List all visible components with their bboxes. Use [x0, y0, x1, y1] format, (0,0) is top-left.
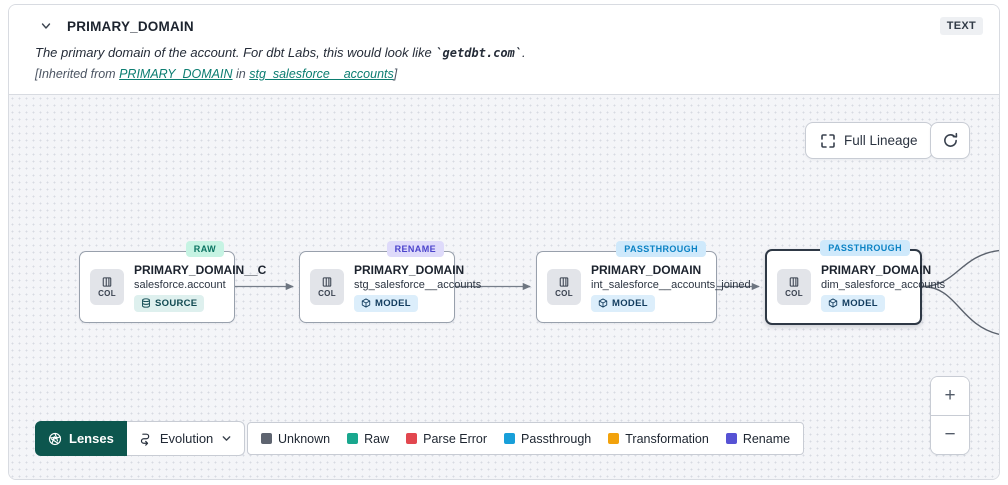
chevron-down-icon — [222, 436, 231, 441]
lens-legend: Unknown Raw Parse Error Passthrough Tran… — [247, 422, 805, 455]
lens-dropdown[interactable]: Evolution — [126, 421, 246, 456]
node-status-tag: RENAME — [386, 241, 444, 257]
columns-icon — [559, 277, 569, 287]
lenses-control: Lenses Evolution — [35, 421, 246, 456]
legend-swatch-passthrough — [504, 433, 516, 444]
lineage-card: PRIMARY_DOMAIN TEXT The primary domain o… — [8, 4, 1000, 480]
node-column-name: PRIMARY_DOMAIN — [354, 262, 465, 277]
column-header: PRIMARY_DOMAIN TEXT The primary domain o… — [9, 5, 999, 94]
legend-swatch-rename — [725, 433, 737, 444]
zoom-controls: + − — [930, 376, 970, 455]
node-status-tag: PASSTHROUGH — [616, 241, 706, 257]
column-chip: COL — [777, 269, 811, 305]
resource-type-badge: SOURCE — [134, 294, 205, 312]
legend-swatch-raw — [347, 433, 359, 444]
resource-type-badge: MODEL — [354, 294, 418, 312]
legend-item: Parse Error — [406, 432, 487, 446]
column-title: PRIMARY_DOMAIN — [67, 18, 194, 34]
lineage-node-source[interactable]: RAW COL PRIMARY_DOMAIN__C salesforce.acc… — [79, 241, 267, 323]
node-model-name: salesforce.account — [134, 278, 226, 291]
zoom-out-button[interactable]: − — [931, 416, 969, 454]
cube-icon — [828, 298, 838, 308]
legend-item: Unknown — [261, 432, 330, 446]
lineage-node-intermediate[interactable]: PASSTHROUGH COL PRIMARY_DOMAIN int_sales… — [536, 241, 751, 323]
inherited-column-link[interactable]: PRIMARY_DOMAIN — [119, 67, 233, 81]
lens-selected-value: Evolution — [159, 431, 214, 446]
expand-icon — [821, 133, 835, 148]
cube-icon — [361, 298, 371, 308]
refresh-icon — [943, 132, 957, 147]
column-chip: COL — [90, 269, 124, 305]
legend-item: Raw — [347, 432, 389, 446]
lineage-node-dim-selected[interactable]: PASSTHROUGH COL PRIMARY_DOMAIN dim_sales… — [765, 240, 946, 325]
node-model-name: dim_salesforce_accounts — [821, 278, 946, 291]
columns-icon — [322, 277, 332, 287]
node-model-name: int_salesforce__accounts_joined — [591, 278, 751, 291]
lineage-canvas[interactable]: Full Lineage RAW COL PRIMARY_DOMAIN__C s… — [9, 94, 999, 479]
aperture-icon — [48, 432, 62, 445]
inline-code: `getdbt.com` — [435, 46, 523, 60]
columns-icon — [789, 277, 799, 287]
node-column-name: PRIMARY_DOMAIN — [821, 262, 932, 277]
lineage-node-staging[interactable]: RENAME COL PRIMARY_DOMAIN stg_salesforce… — [299, 241, 482, 323]
node-status-tag: PASSTHROUGH — [820, 240, 910, 256]
full-lineage-button[interactable]: Full Lineage — [805, 122, 933, 159]
node-column-name: PRIMARY_DOMAIN — [591, 262, 702, 277]
resource-type-badge: MODEL — [821, 294, 885, 312]
zoom-in-button[interactable]: + — [931, 377, 969, 415]
refresh-button[interactable] — [930, 122, 970, 159]
datatype-badge: TEXT — [939, 17, 983, 35]
inherited-from-note: [Inherited from PRIMARY_DOMAIN in stg_sa… — [35, 67, 398, 81]
inherited-model-link[interactable]: stg_salesforce__accounts — [249, 67, 394, 81]
legend-item: Transformation — [608, 432, 709, 446]
database-icon — [142, 298, 150, 308]
columns-icon — [102, 277, 112, 287]
lenses-button[interactable]: Lenses — [35, 421, 127, 456]
column-chip: COL — [547, 269, 581, 305]
legend-item: Passthrough — [504, 432, 591, 446]
column-chip: COL — [310, 269, 344, 305]
cube-icon — [598, 298, 608, 308]
node-model-name: stg_salesforce__accounts — [354, 278, 482, 291]
legend-item: Rename — [725, 432, 790, 446]
evolution-route-icon — [140, 433, 150, 446]
legend-swatch-parse-error — [406, 433, 418, 444]
lenses-label: Lenses — [69, 431, 114, 446]
collapse-chevron-icon[interactable] — [35, 15, 57, 37]
node-status-tag: RAW — [185, 241, 224, 257]
node-column-name: PRIMARY_DOMAIN__C — [134, 262, 267, 277]
resource-type-badge: MODEL — [591, 294, 655, 312]
full-lineage-label: Full Lineage — [844, 133, 918, 148]
column-description: The primary domain of the account. For d… — [35, 45, 526, 60]
legend-swatch-unknown — [261, 433, 272, 444]
legend-swatch-transformation — [608, 433, 620, 444]
